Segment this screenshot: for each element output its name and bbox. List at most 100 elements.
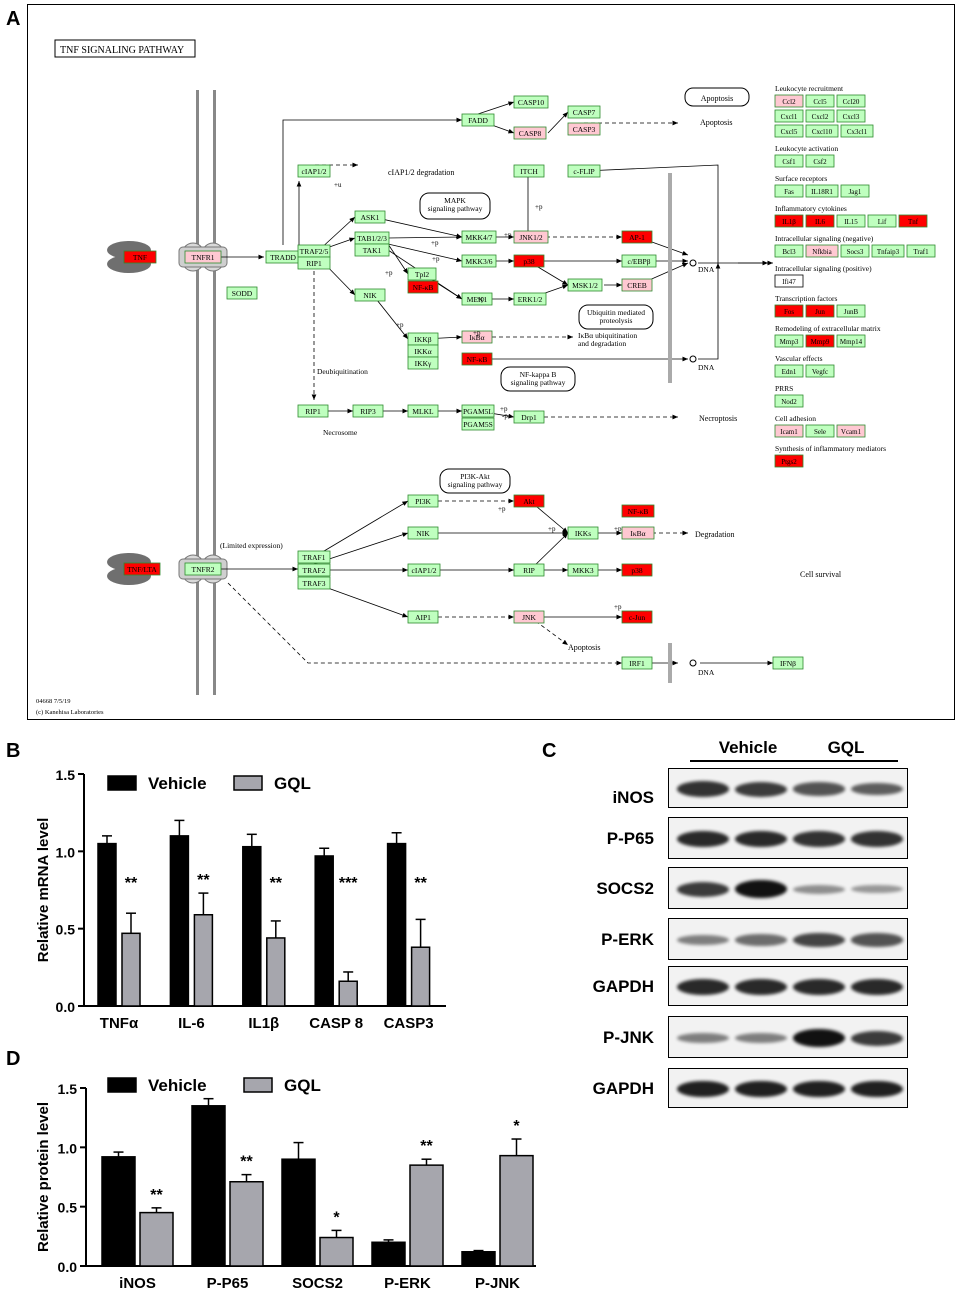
node-nfkb2: NF-κB (461, 352, 493, 366)
legend-swatch (243, 1077, 273, 1093)
svg-text:Csf1: Csf1 (782, 158, 796, 166)
blot-band (793, 884, 845, 894)
node-jnk: JNK (513, 610, 545, 624)
gene-box: Mmp9 (805, 334, 835, 348)
svg-text:RIP1: RIP1 (306, 259, 322, 268)
y-tick-label: 0.0 (56, 999, 76, 1015)
gene-box: Ifi47 (774, 274, 804, 288)
svg-text:TRAF2/5: TRAF2/5 (300, 247, 329, 256)
phosphorylation-mark: +p (473, 329, 481, 337)
phosphorylation-mark: +p (432, 255, 440, 263)
pathway-title-box (54, 39, 196, 58)
bar-vehicle (191, 1105, 226, 1267)
node-ciap12: cIAP1/2 (297, 164, 331, 178)
blot-label-gapdh: GAPDH (592, 977, 654, 996)
gene-group-title: PRRS (775, 384, 793, 393)
node-ap1: AP-1 (621, 230, 653, 244)
blot-strip (668, 867, 908, 909)
svg-text:p38: p38 (631, 566, 643, 575)
legend-swatch (107, 1077, 137, 1093)
node-casp7: CASP7 (567, 105, 601, 119)
panel-label-b: B (6, 740, 21, 762)
svg-text:TNFR1: TNFR1 (192, 253, 215, 262)
node-itch: ITCH (513, 164, 545, 178)
gene-box: Mmp3 (774, 334, 804, 348)
gene-box: Fas (774, 184, 804, 198)
blot-group-vehicle: Vehicle (718, 738, 778, 757)
svg-text:p38: p38 (523, 257, 535, 266)
blot-label-p-erk: P-ERK (601, 930, 654, 949)
node-nik: NIK (354, 288, 386, 302)
svg-text:MKK3/6: MKK3/6 (465, 257, 492, 266)
svg-text:TNF/LTA: TNF/LTA (127, 565, 157, 574)
node-casp3: CASP3 (567, 122, 601, 136)
node-cflip: c-FLIP (567, 164, 601, 178)
phosphorylation-mark: +p (477, 295, 485, 303)
nuclear-membrane-2 (668, 643, 672, 683)
blot-label-socs2: SOCS2 (596, 879, 654, 898)
svg-text:Fos: Fos (784, 308, 794, 316)
blot-strip (668, 1016, 908, 1058)
svg-text:Mmp9: Mmp9 (811, 338, 830, 346)
gene-box: Ptgs2 (774, 454, 804, 468)
svg-text:NF-κB: NF-κB (467, 355, 488, 364)
gene-box: Ccl20 (836, 94, 866, 108)
bar-gql (410, 946, 431, 1007)
node-mkk36: MKK3/6 (461, 254, 497, 268)
phosphorylation-mark: +p (504, 231, 512, 239)
node-p38a: p38 (513, 254, 545, 268)
blot-band (793, 1029, 845, 1047)
bar-gql (409, 1164, 444, 1267)
svg-text:TRAF2: TRAF2 (303, 566, 326, 575)
svg-text:CREB: CREB (627, 281, 647, 290)
node-tradd: TRADD (265, 250, 301, 264)
svg-text:Socs3: Socs3 (847, 248, 864, 256)
gene-group-title: Intracellular signaling (positive) (775, 264, 872, 273)
blot-band (735, 830, 787, 848)
gene-box: Jag1 (840, 184, 870, 198)
node-ciap12b: cIAP1/2 (407, 563, 441, 577)
gene-group-title: Surface receptors (775, 174, 827, 183)
blot-strip (668, 966, 908, 1006)
svg-text:Nfkbia: Nfkbia (812, 248, 832, 256)
category-label: P-JNK (475, 1275, 520, 1292)
blot-band (793, 831, 845, 847)
legend-label: GQL (274, 774, 311, 793)
node-akt: Akt (513, 494, 545, 508)
gene-group-title: Transcription factors (775, 294, 838, 303)
node-casp10: CASP10 (513, 95, 549, 109)
node-mek1: MEK1 (461, 292, 493, 306)
svg-text:RIP1: RIP1 (305, 407, 321, 416)
svg-text:Sele: Sele (814, 428, 826, 436)
ciap-degradation-label: cIAP1/2 degradation (388, 168, 454, 177)
bar-gql (193, 913, 214, 1007)
svg-text:SODD: SODD (232, 289, 253, 298)
gene-box: Mmp14 (836, 334, 866, 348)
pathway-edge (583, 164, 719, 263)
svg-text:MKK4/7: MKK4/7 (465, 233, 492, 242)
blot-group-line (690, 760, 800, 762)
phosphorylation-mark: +p (500, 405, 508, 413)
gene-box: Ccl2 (774, 94, 804, 108)
node-ikba2: IκBα (621, 526, 655, 540)
node-ask1: ASK1 (354, 210, 386, 224)
significance-mark: * (333, 1209, 340, 1226)
blot-band (677, 934, 729, 946)
footer-id: 04668 7/5/19 (36, 698, 71, 705)
panel-label-d: D (6, 1048, 21, 1070)
blot-band (851, 782, 903, 796)
node-ikka: IKKα (407, 344, 439, 358)
gene-box: Cxcl10 (805, 124, 839, 138)
svg-text:MSK1/2: MSK1/2 (572, 281, 598, 290)
dna-circle (689, 355, 697, 363)
blot-strip (668, 1068, 908, 1108)
node-drp1: Drp1 (513, 410, 545, 424)
svg-text:ERK1/2: ERK1/2 (518, 295, 543, 304)
blot-band (851, 1080, 903, 1098)
svg-text:ITCH: ITCH (520, 167, 538, 176)
node-p38b: p38 (621, 563, 653, 577)
